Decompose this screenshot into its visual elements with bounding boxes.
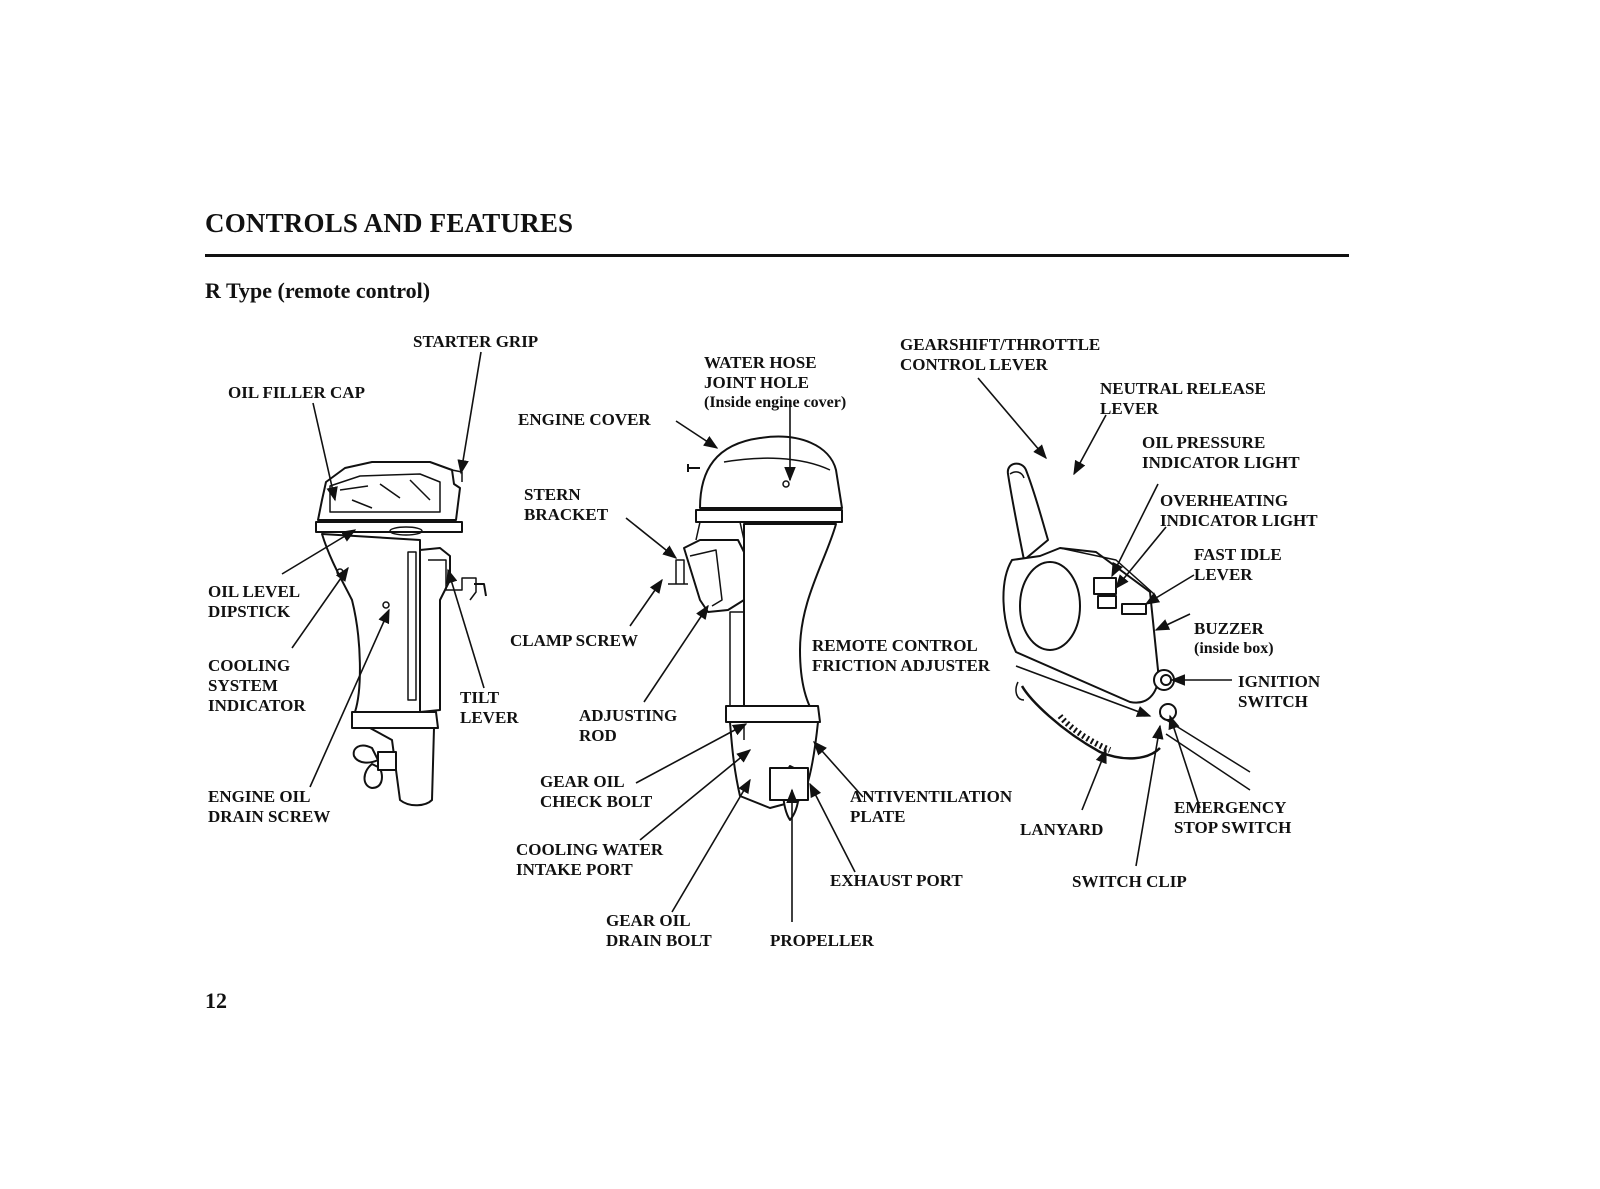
- label-neutral-release-lever: NEUTRAL RELEASE LEVER: [1100, 379, 1266, 418]
- outboard-rear-view: [668, 435, 843, 821]
- water-hose-note: (Inside engine cover): [704, 394, 847, 411]
- label-water-hose-joint-hole: WATER HOSE JOINT HOLE (Inside engine cov…: [704, 333, 846, 433]
- label-gearshift-throttle-lever: GEARSHIFT/THROTTLE CONTROL LEVER: [900, 335, 1101, 374]
- label-oil-level-dipstick: OIL LEVEL DIPSTICK: [208, 582, 301, 621]
- label-lanyard: LANYARD: [1020, 820, 1104, 839]
- label-oil-pressure-indicator-light: OIL PRESSURE INDICATOR LIGHT: [1142, 433, 1300, 472]
- label-fast-idle-lever: FAST IDLE LEVER: [1194, 545, 1282, 584]
- label-adjusting-rod: ADJUSTING ROD: [579, 706, 678, 745]
- label-engine-oil-drain-screw: ENGINE OIL DRAIN SCREW: [208, 787, 331, 826]
- label-tilt-lever: TILT LEVER: [460, 688, 519, 727]
- outboard-side-view: [315, 461, 487, 807]
- buzzer-text: BUZZER: [1194, 619, 1264, 638]
- label-cooling-water-intake-port: COOLING WATER INTAKE PORT: [516, 840, 664, 879]
- label-stern-bracket: STERN BRACKET: [524, 485, 609, 524]
- water-hose-joint-hole-text: WATER HOSE JOINT HOLE: [704, 353, 817, 392]
- page-number: 12: [205, 988, 227, 1013]
- title-rule: [205, 254, 1349, 257]
- label-cooling-system-indicator: COOLING SYSTEM INDICATOR: [208, 656, 306, 715]
- label-gear-oil-drain-bolt: GEAR OIL DRAIN BOLT: [606, 911, 712, 950]
- label-clamp-screw: CLAMP SCREW: [510, 631, 638, 650]
- leader-lines: [281, 351, 1232, 922]
- label-antiventilation-plate: ANTIVENTILATION PLATE: [850, 787, 1013, 826]
- label-oil-filler-cap: OIL FILLER CAP: [228, 383, 365, 402]
- buzzer-note: (inside box): [1194, 640, 1274, 657]
- label-overheating-indicator-light: OVERHEATING INDICATOR LIGHT: [1160, 491, 1318, 530]
- label-starter-grip: STARTER GRIP: [413, 332, 539, 351]
- label-engine-cover: ENGINE COVER: [518, 410, 651, 429]
- section-subtitle: R Type (remote control): [205, 278, 431, 303]
- label-propeller: PROPELLER: [770, 931, 874, 950]
- page-title: CONTROLS AND FEATURES: [205, 208, 574, 238]
- label-switch-clip: SWITCH CLIP: [1072, 872, 1187, 891]
- label-buzzer: BUZZER (inside box): [1194, 599, 1274, 679]
- label-remote-control-friction-adjuster: REMOTE CONTROL FRICTION ADJUSTER: [812, 636, 991, 675]
- label-emergency-stop-switch: EMERGENCY STOP SWITCH: [1174, 798, 1292, 837]
- label-ignition-switch: IGNITION SWITCH: [1238, 672, 1321, 711]
- label-exhaust-port: EXHAUST PORT: [830, 871, 963, 890]
- label-gear-oil-check-bolt: GEAR OIL CHECK BOLT: [540, 772, 653, 811]
